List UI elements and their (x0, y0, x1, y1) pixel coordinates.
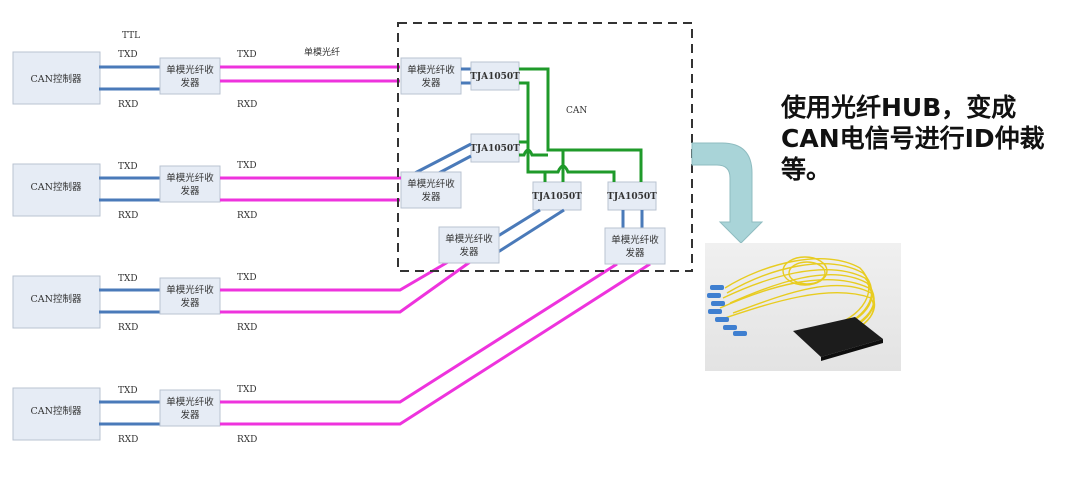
chip-label: TJA1050T (470, 72, 520, 82)
tja1050t-chip-2 (470, 133, 520, 163)
transceiver-label-line1: 单模光纤收 (166, 396, 214, 408)
can-h-line (519, 67, 643, 182)
txd-label: TXD (237, 50, 257, 60)
fiber-rxd-line (220, 262, 651, 426)
hub-transceiver-label: 单模光纤收 (445, 233, 493, 245)
can-crossover (519, 148, 548, 157)
can-controller-box (12, 51, 101, 105)
node-row-4: CAN控制器 TXD RXD 单模光纤收 发器 TXD RXD (12, 262, 651, 445)
transceiver-label-line2: 发器 (180, 297, 200, 309)
fiber-hub: CAN 单模光纤收 发器 TJA1050T TJA1050T 单模光纤收 发器 … (397, 22, 693, 272)
hub-transceiver-label: 单模光纤收 (407, 64, 455, 76)
txd-label: TXD (237, 273, 257, 283)
hub-transceiver-label: 单模光纤收 (611, 234, 659, 246)
hub-transceiver-4 (604, 227, 666, 265)
hub-transceiver-label: 发器 (625, 247, 645, 259)
hub-transceiver-label: 发器 (459, 246, 479, 258)
fiber-txd-line (220, 262, 618, 404)
txd-label: TXD (118, 50, 138, 60)
txd-label: TXD (118, 162, 138, 172)
can-controller-label: CAN控制器 (31, 405, 82, 417)
can-controller-label: CAN控制器 (31, 181, 82, 193)
rxd-label: RXD (118, 435, 138, 445)
hub-transceiver-label: 发器 (421, 191, 441, 203)
hub-transceiver-label: 发器 (421, 77, 441, 89)
transceiver-box (159, 57, 221, 95)
rxd-label: RXD (237, 100, 257, 110)
can-controller-label: CAN控制器 (31, 293, 82, 305)
rxd-label: RXD (237, 211, 257, 221)
rxd-label: RXD (118, 211, 138, 221)
hub-link (497, 208, 541, 238)
fiber-rxd-line (220, 260, 471, 314)
fiber-label: 单模光纤 (304, 46, 340, 58)
hub-transceiver-2 (400, 171, 462, 209)
rxd-label: RXD (118, 323, 138, 333)
can-controller-box (12, 163, 101, 217)
hub-link (497, 208, 565, 254)
hub-transceiver-3 (438, 226, 500, 264)
tja1050t-chip-4 (607, 181, 657, 211)
tja1050t-chip-3 (532, 181, 582, 211)
txd-label: TXD (237, 385, 257, 395)
transceiver-label-line1: 单模光纤收 (166, 172, 214, 184)
hub-transceiver-1 (400, 57, 462, 95)
ttl-label: TTL (122, 31, 140, 41)
node-row-2: CAN控制器 TXD RXD 单模光纤收 发器 TXD RXD (12, 161, 400, 221)
chip-label: TJA1050T (532, 192, 582, 202)
transceiver-label-line1: 单模光纤收 (166, 284, 214, 296)
callout-text: 使用光纤HUB，变成CAN电信号进行ID仲裁等。 (781, 93, 1045, 184)
chip-label: TJA1050T (470, 144, 520, 154)
can-bus-label: CAN (566, 106, 587, 116)
can-l-branch (528, 164, 616, 182)
node-row-1: CAN控制器 TTL TXD RXD 单模光纤收 发器 TXD RXD 单模光纤 (12, 31, 400, 110)
transceiver-label-line2: 发器 (180, 185, 200, 197)
transceiver-box (159, 389, 221, 427)
txd-label: TXD (118, 386, 138, 396)
rxd-label: RXD (237, 323, 257, 333)
can-l-line (519, 81, 547, 182)
hub-boundary (397, 22, 693, 272)
hub-transceiver-label: 单模光纤收 (407, 178, 455, 190)
transceiver-label-line1: 单模光纤收 (166, 64, 214, 76)
hub-link (436, 154, 472, 176)
txd-label: TXD (118, 274, 138, 284)
transceiver-box (159, 165, 221, 203)
fiber-hub-photo (705, 243, 901, 371)
rxd-label: RXD (118, 100, 138, 110)
can-controller-box (12, 387, 101, 441)
callout-arrow-icon (691, 142, 764, 244)
can-controller-label: CAN控制器 (31, 73, 82, 85)
can-bus (519, 67, 643, 182)
tja1050t-chip-1 (470, 61, 520, 91)
transceiver-box (159, 277, 221, 315)
fiber-splitter-image (707, 256, 883, 361)
transceiver-label-line2: 发器 (180, 409, 200, 421)
hub-link (412, 142, 472, 176)
transceiver-label-line2: 发器 (180, 77, 200, 89)
txd-label: TXD (237, 161, 257, 171)
node-row-3: CAN控制器 TXD RXD 单模光纤收 发器 TXD RXD (12, 260, 471, 333)
can-controller-box (12, 275, 101, 329)
chip-label: TJA1050T (607, 192, 657, 202)
rxd-label: RXD (237, 435, 257, 445)
